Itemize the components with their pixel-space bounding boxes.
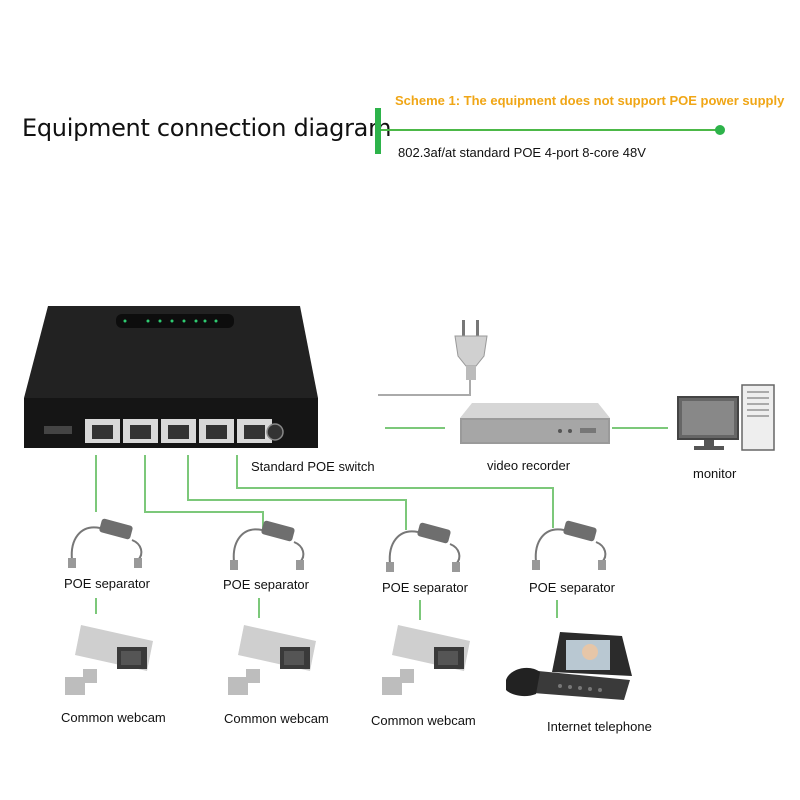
monitor-label: monitor xyxy=(693,466,737,481)
separator-label-4: POE separator xyxy=(529,580,615,595)
video-recorder-device xyxy=(460,403,610,444)
power-cable xyxy=(378,380,471,396)
poe-separator-icon xyxy=(68,518,143,568)
diagram-title: Equipment connection diagram xyxy=(22,114,392,142)
poe-separator-icon xyxy=(386,522,461,572)
webcam-icon xyxy=(382,625,470,695)
scheme-caption: Scheme 1: The equipment does not support… xyxy=(395,93,785,108)
power-plug-icon xyxy=(454,320,488,380)
telephone-icon xyxy=(506,632,632,700)
recorder-label: video recorder xyxy=(487,458,571,473)
webcam-icon xyxy=(228,625,316,695)
separator-label-3: POE separator xyxy=(382,580,468,595)
webcam-label-2: Common webcam xyxy=(224,711,329,726)
webcam-label-3: Common webcam xyxy=(371,713,476,728)
separator-label-2: POE separator xyxy=(223,577,309,592)
standard-caption: 802.3af/at standard POE 4-port 8-core 48… xyxy=(398,145,646,160)
webcam-label-1: Common webcam xyxy=(61,710,166,725)
poe-separator-icon xyxy=(532,520,607,570)
legend-line xyxy=(375,108,725,154)
telephone-label: Internet telephone xyxy=(547,719,652,734)
poe-switch xyxy=(24,306,318,448)
separator-label-1: POE separator xyxy=(64,576,150,591)
monitor-device xyxy=(677,384,775,451)
switch-label: Standard POE switch xyxy=(251,459,375,474)
webcam-icon xyxy=(65,625,153,695)
poe-separator-icon xyxy=(230,520,305,570)
connection-lines xyxy=(95,427,668,620)
